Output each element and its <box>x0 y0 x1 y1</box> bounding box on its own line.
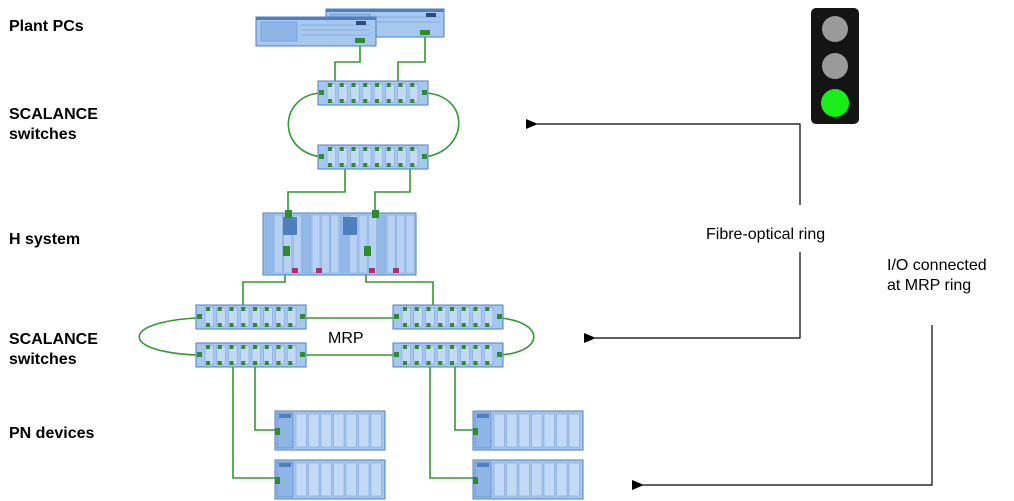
h-system-rack-icon <box>262 210 417 276</box>
cable-pc1-switch <box>334 42 361 82</box>
label-io-connected-2: at MRP ring <box>887 277 972 294</box>
plant-pc-icon <box>255 8 445 47</box>
label-scalance-bottom-2: switches <box>9 351 77 368</box>
pn-devices <box>274 410 584 500</box>
label-fibre-optical-ring: Fibre-optical ring <box>706 226 826 243</box>
traffic-light-icon <box>811 8 859 124</box>
traffic-light-lamp-middle <box>822 53 848 79</box>
cable-switch-hsys-left <box>287 168 346 214</box>
cable-mrp-left-arc <box>138 317 198 356</box>
arrow-fibre-top <box>526 119 801 205</box>
label-mrp: MRP <box>328 330 364 347</box>
cables <box>138 35 535 479</box>
label-h-system: H system <box>9 231 81 248</box>
label-scalance-bottom-1: SCALANCE <box>9 331 98 348</box>
scalance-switches <box>195 80 504 368</box>
label-plant-pcs: Plant PCs <box>9 18 84 35</box>
arrow-fibre-bottom <box>584 252 801 343</box>
pn-device-left-top <box>274 410 386 451</box>
cable-top-ring-left <box>287 92 322 158</box>
cable-switch-hsys-right <box>374 168 411 214</box>
cable-top-ring-right <box>424 92 460 158</box>
label-scalance-top-1: SCALANCE <box>9 106 98 123</box>
cable-pn-right-bottom <box>429 367 476 479</box>
cable-pn-left-bottom <box>232 367 278 479</box>
scalance-switch-top-1 <box>317 80 429 106</box>
scalance-switch-top-2 <box>317 144 429 170</box>
scalance-switch-br-2 <box>392 342 504 368</box>
traffic-light-lamp-bottom <box>821 89 849 117</box>
cable-pc2-switch <box>397 35 426 82</box>
cable-pn-right-top <box>454 367 476 431</box>
scalance-switch-bl-2 <box>195 342 307 368</box>
plant-pc-front <box>255 16 377 47</box>
label-pn-devices: PN devices <box>9 425 95 442</box>
cable-mrp-right-arc <box>499 317 535 356</box>
scalance-switch-bl-1 <box>195 304 307 330</box>
cable-pn-left-top <box>254 367 278 431</box>
pn-device-left-bottom <box>274 459 386 500</box>
label-io-connected-1: I/O connected <box>887 257 987 274</box>
pn-device-right-top <box>472 410 584 451</box>
arrows <box>526 119 933 490</box>
pn-device-right-bottom <box>472 459 584 500</box>
label-scalance-top-2: switches <box>9 126 77 143</box>
arrow-io-mrp <box>632 325 933 490</box>
traffic-light-lamp-top <box>822 16 848 42</box>
scalance-switch-br-1 <box>392 304 504 330</box>
